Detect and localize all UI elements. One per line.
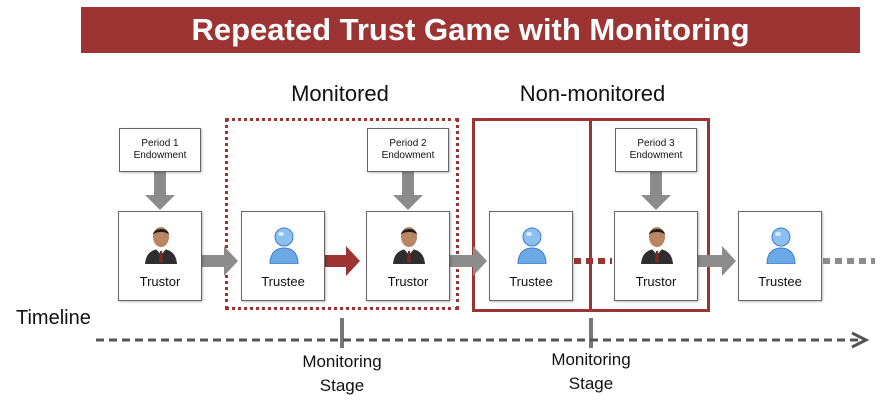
stage-label-line1: Monitoring (302, 352, 382, 371)
arrow-trustor1-to-trustee1 (194, 246, 238, 276)
monitored-group-box (225, 118, 459, 310)
timeline-arrowhead (851, 331, 870, 349)
non-monitored-divider (589, 118, 592, 312)
trustor-node-1: Trustor (118, 211, 202, 301)
monitoring-stage-label-2: Monitoring Stage (531, 348, 651, 396)
endowment-period-label: Period 3 (637, 138, 675, 149)
endowment-arrow-2 (393, 172, 423, 210)
businessman-icon (641, 227, 673, 264)
monitored-label: Monitored (291, 81, 389, 106)
endowment-label: Endowment (629, 150, 683, 161)
node-label: Trustee (758, 274, 802, 289)
endowment-arrow-3 (641, 172, 671, 210)
stage-label-line1: Monitoring (551, 350, 631, 369)
trustor-node-2: Trustor (366, 211, 450, 301)
diagram-title: Repeated Trust Game with Monitoring (191, 12, 750, 47)
endowment-label: Endowment (381, 150, 435, 161)
person-icon (269, 227, 299, 264)
trustee-node-2: Trustee (489, 211, 573, 301)
trustee-node-3: Trustee (738, 211, 822, 301)
node-label: Trustee (509, 274, 553, 289)
arrow-trustor3-to-trustee3 (692, 246, 736, 276)
businessman-icon (145, 227, 177, 264)
arrow-trustor2-to-trustee2 (443, 246, 487, 276)
endowment-period-label: Period 2 (389, 138, 427, 149)
endowment-box-period-3: Period 3 Endowment (615, 128, 697, 172)
stage-label-line2: Stage (568, 374, 614, 393)
endowment-period-label: Period 1 (141, 138, 179, 149)
stage-label-line2: Stage (319, 376, 365, 395)
node-label: Trustee (261, 274, 305, 289)
businessman-icon (393, 227, 425, 264)
endowment-box-period-1: Period 1 Endowment (119, 128, 201, 172)
timeline-label: Timeline (16, 307, 91, 329)
monitoring-stage-label-1: Monitoring Stage (282, 350, 402, 398)
endowment-label: Endowment (133, 150, 187, 161)
title-banner: Repeated Trust Game with Monitoring (81, 7, 860, 53)
arrow-trustee1-to-trustor2 (316, 246, 360, 276)
node-label: Trustor (387, 274, 429, 289)
node-label: Trustor (635, 274, 677, 289)
person-icon (766, 227, 796, 264)
trustor-node-3: Trustor (614, 211, 698, 301)
non-monitored-label: Non-monitored (519, 81, 666, 106)
person-icon (517, 227, 547, 264)
node-label: Trustor (139, 274, 181, 289)
endowment-box-period-2: Period 2 Endowment (367, 128, 449, 172)
endowment-arrow-1 (145, 172, 175, 210)
trustee-node-1: Trustee (241, 211, 325, 301)
